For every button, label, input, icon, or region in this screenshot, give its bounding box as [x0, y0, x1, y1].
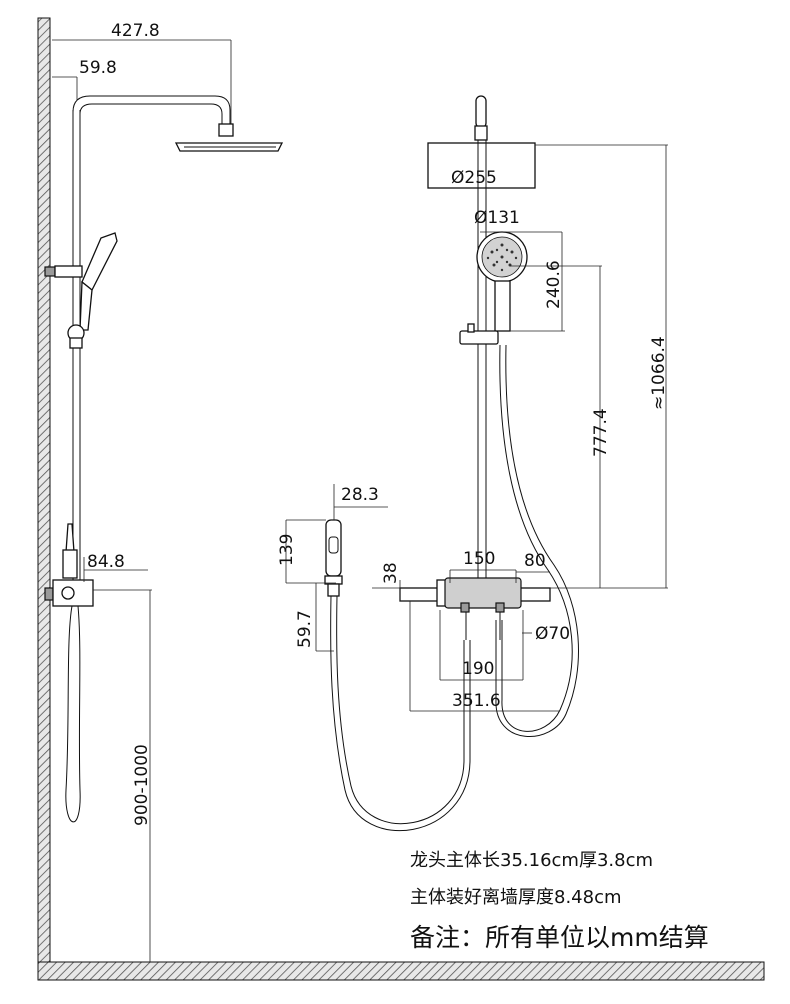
dim-body-right: 80: [524, 551, 546, 571]
dim-valve-depth: 84.8: [87, 552, 125, 572]
wall: [37, 17, 51, 981]
front-view: [285, 95, 668, 832]
dim-spray-width: 28.3: [341, 485, 379, 505]
dim-head-diameter: Ø255: [451, 168, 497, 188]
dim-body-length: 351.6: [452, 691, 501, 711]
note-units: 备注：所有单位以mm结算: [410, 923, 709, 952]
dim-spray-length: 139: [277, 534, 297, 566]
dim-install-height: 900-1000: [132, 744, 152, 826]
dim-outlet-spacing: 190: [462, 659, 494, 679]
dim-slider-height: 777.4: [591, 408, 611, 457]
dim-wall-offset: 59.8: [79, 58, 117, 78]
note-body-size: 龙头主体长35.16cm厚3.8cm: [410, 850, 653, 871]
dim-body-height: 38: [381, 562, 401, 584]
dim-valve-spacing: 150: [463, 549, 495, 569]
dim-spray-base: 59.7: [295, 610, 315, 648]
side-view: [44, 39, 284, 962]
dim-hand-length: 240.6: [544, 260, 564, 309]
dim-knob-diameter: Ø70: [535, 624, 570, 644]
floor: [37, 961, 765, 981]
dim-hand-diameter: Ø131: [474, 208, 520, 228]
note-wall-distance: 主体装好离墙厚度8.48cm: [410, 887, 622, 908]
dim-total-height: ≈1066.4: [649, 336, 669, 410]
dim-arm-length: 427.8: [111, 21, 160, 41]
spray-trigger: [328, 536, 339, 554]
